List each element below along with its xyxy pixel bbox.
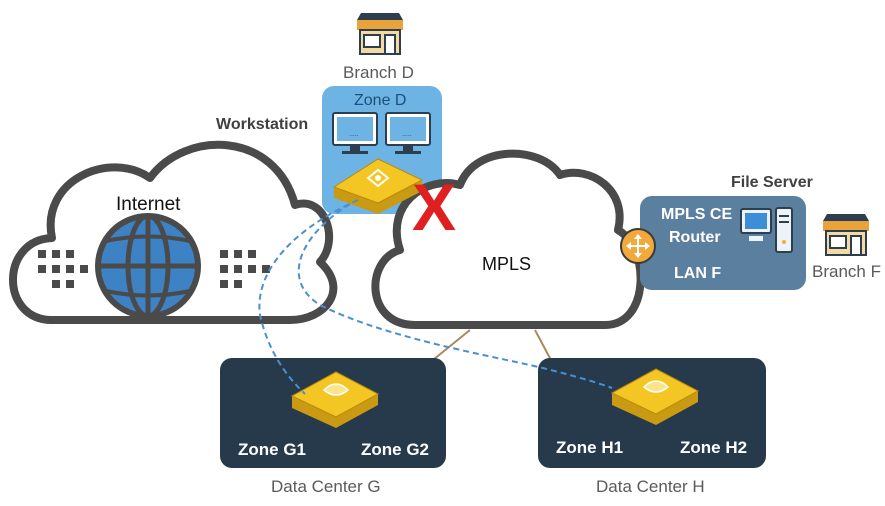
internet-dots-left — [38, 250, 88, 288]
zone-h1-label: Zone H1 — [556, 438, 624, 457]
svg-text:.....: ..... — [349, 131, 359, 138]
svg-text:.....: ..... — [402, 131, 412, 138]
mpls-ce-label: MPLS CE — [661, 206, 733, 223]
monitor-icon: ..... — [385, 112, 431, 154]
sd-wan-appliance-icon — [610, 368, 700, 425]
router-label: Router — [669, 229, 721, 246]
internet-dots-right — [220, 250, 270, 288]
data-center-h-label: Data Center H — [596, 477, 705, 496]
lan-f-label: LAN F — [674, 265, 722, 282]
branch-d-label: Branch D — [343, 63, 414, 82]
workstation-label: Workstation — [216, 116, 309, 133]
tunnel-zone-d-to-dc-g — [258, 199, 359, 395]
branch-f-label: Branch F — [812, 262, 881, 281]
zone-g1-label: Zone G1 — [238, 440, 307, 459]
mpls-link-dc-h — [534, 329, 553, 363]
data-center-g-label: Data Center G — [271, 477, 381, 496]
store-icon — [357, 13, 403, 55]
failure-mark: X — [412, 170, 456, 244]
internet-label: Internet — [116, 194, 181, 215]
sd-wan-appliance-icon — [290, 371, 380, 428]
mpls-label: MPLS — [482, 254, 532, 274]
file-server-label: File Server — [731, 174, 813, 191]
monitor-icon: ..... — [332, 112, 378, 154]
router-icon — [620, 228, 656, 264]
server-icon — [740, 207, 793, 253]
zone-h2-label: Zone H2 — [680, 438, 748, 457]
globe-icon — [95, 213, 201, 319]
zone-g2-label: Zone G2 — [361, 440, 430, 459]
zone-d-label: Zone D — [354, 92, 407, 109]
tunnel-zone-d-to-dc-h — [297, 203, 613, 389]
store-icon — [823, 214, 869, 256]
